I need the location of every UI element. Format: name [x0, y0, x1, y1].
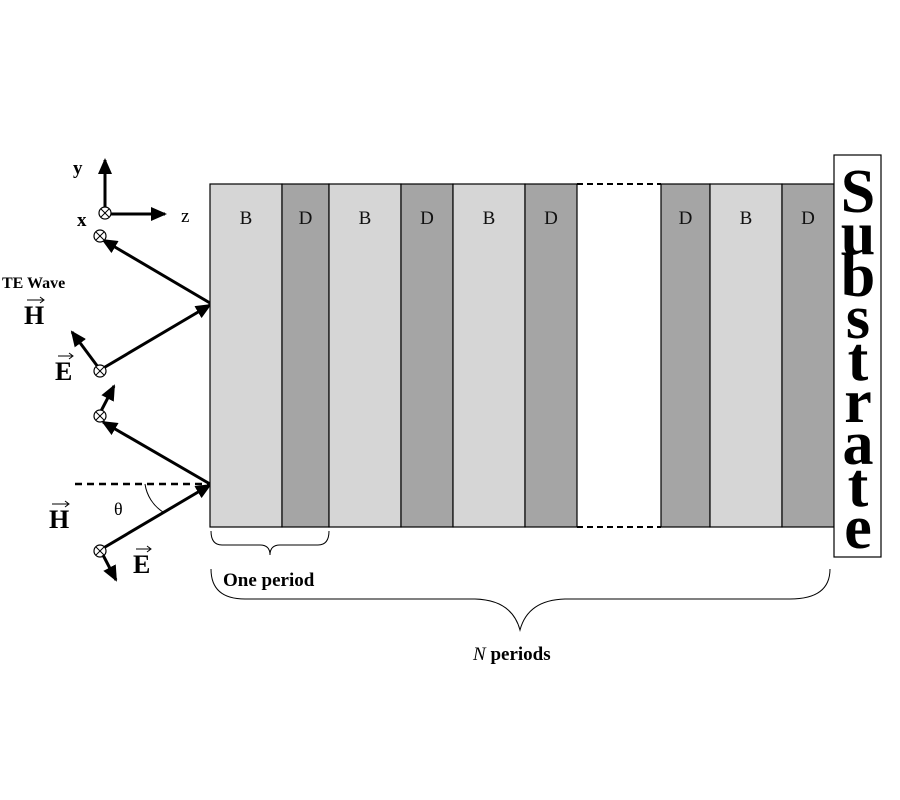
layer-d-label: D: [544, 208, 558, 229]
substrate-letter: r: [844, 368, 872, 436]
n-periods-text: periods: [486, 644, 551, 665]
layer-d: D: [524, 183, 578, 528]
upper-reflected-h-into-page-icon: [93, 229, 107, 243]
upper-wave-group: H E: [24, 229, 212, 386]
lower-reflected-e-vector-arrow: [98, 384, 116, 414]
layer-d-rect: [524, 183, 578, 528]
layer-d: D: [781, 183, 835, 528]
n-periods-label: N periods: [472, 644, 551, 665]
upper-h-label: H: [24, 296, 45, 330]
svg-text:H: H: [49, 505, 69, 534]
layer-b-label: B: [359, 208, 372, 229]
layer-d-label: D: [420, 208, 434, 229]
substrate-letter: a: [843, 410, 874, 478]
svg-text:E: E: [133, 550, 150, 579]
one-period-brace: [210, 530, 330, 556]
lower-h-into-page-icon: [93, 544, 107, 558]
layer-b-label: B: [740, 208, 753, 229]
one-period-label: One period: [223, 570, 315, 591]
layer-d: D: [400, 183, 454, 528]
coordinate-axes: y x z: [73, 158, 189, 231]
substrate-letter: e: [844, 494, 872, 562]
layer-d-label: D: [801, 208, 815, 229]
layer-b-label: B: [240, 208, 253, 229]
substrate-letter: S: [841, 158, 875, 226]
x-axis-label: x: [77, 210, 87, 231]
layer-d: D: [660, 183, 711, 528]
substrate-letter: u: [841, 200, 875, 268]
layer-b: B: [709, 183, 783, 528]
x-axis-into-page-icon: [98, 206, 112, 220]
layer-d-label: D: [299, 208, 313, 229]
layer-d-rect: [400, 183, 454, 528]
layer-d-rect: [781, 183, 835, 528]
substrate-letter: t: [848, 452, 869, 520]
layer-b-rect: [328, 183, 402, 528]
theta-label: θ: [114, 499, 123, 519]
layer-d-label: D: [679, 208, 693, 229]
substrate-box: [833, 154, 882, 558]
angle-arc: [144, 483, 164, 513]
substrate-letter: t: [848, 326, 869, 394]
lower-wave-group: θ H E: [49, 384, 212, 582]
upper-incident-ray: [99, 303, 212, 372]
te-wave-title: TE Wave: [2, 275, 65, 292]
layer-b: B: [209, 183, 283, 528]
layer-b: B: [452, 183, 526, 528]
n-periods-variable: N: [472, 644, 487, 665]
upper-reflected-ray: [101, 238, 211, 305]
upper-e-label: E: [55, 352, 74, 386]
upper-e-vector-arrow: [70, 330, 100, 368]
layer-b-rect: [709, 183, 783, 528]
layer-b-rect: [452, 183, 526, 528]
y-axis-label: y: [73, 158, 83, 179]
lower-incident-ray: [99, 483, 212, 552]
layer-d-rect: [660, 183, 711, 528]
substrate-letter: b: [841, 242, 875, 310]
lower-e-label: E: [133, 545, 152, 579]
layer-b-rect: [209, 183, 283, 528]
layer-gap: [577, 183, 661, 528]
layer-b: B: [328, 183, 402, 528]
lower-e-vector-arrow: [101, 554, 118, 582]
svg-text:E: E: [55, 357, 72, 386]
lower-h-label: H: [49, 500, 70, 534]
n-periods-brace: [210, 568, 831, 632]
layer-d: D: [281, 183, 330, 528]
upper-h-into-page-icon: [93, 364, 107, 378]
lower-reflected-ray: [101, 420, 211, 486]
z-axis-label: z: [181, 206, 189, 227]
layer-b-label: B: [483, 208, 496, 229]
layer-d-rect: [281, 183, 330, 528]
svg-text:H: H: [24, 301, 44, 330]
substrate-letter: s: [846, 284, 870, 352]
lower-reflected-h-into-page-icon: [93, 409, 107, 423]
